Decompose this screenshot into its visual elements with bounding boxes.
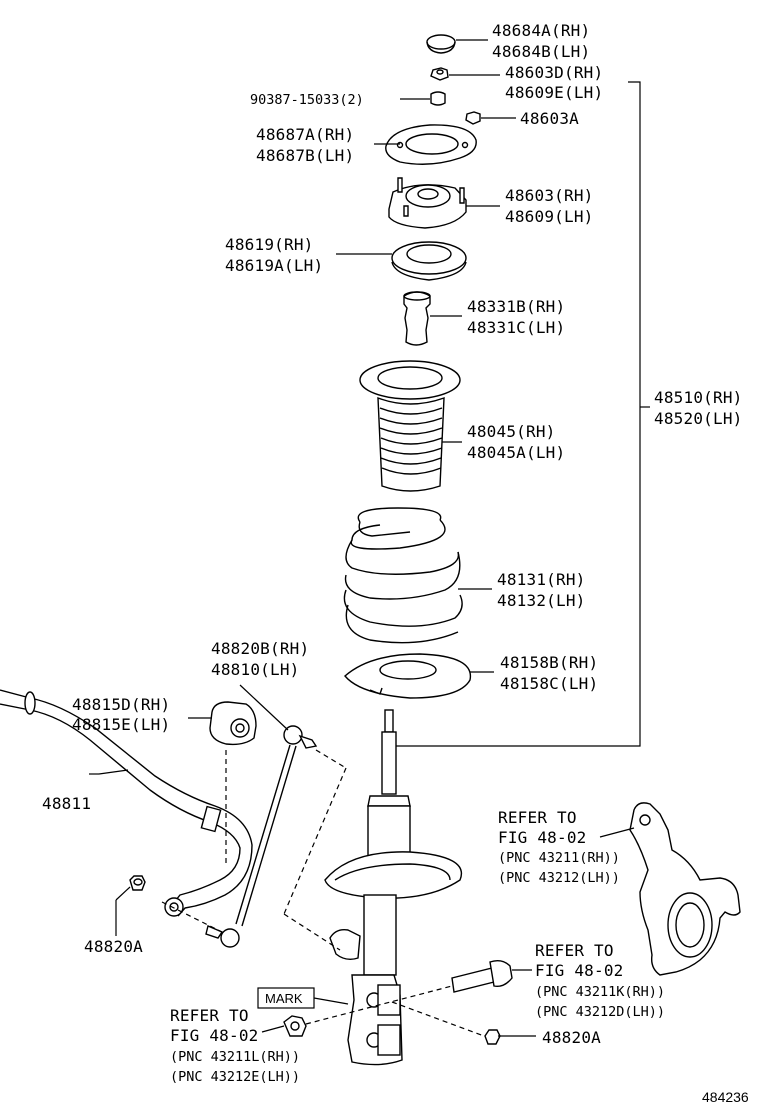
bushing-90387 bbox=[430, 91, 446, 106]
label-48820a-left: 48820A bbox=[84, 937, 143, 956]
label-48820b: 48820B(RH) 48810(LH) bbox=[211, 639, 309, 679]
label-48045: 48045(RH) 48045A(LH) bbox=[467, 422, 565, 462]
svg-text:(PNC 43211L(RH)): (PNC 43211L(RH)) bbox=[170, 1049, 300, 1065]
svg-text:FIG 48-02: FIG 48-02 bbox=[498, 828, 587, 847]
svg-text:48131(RH): 48131(RH) bbox=[497, 570, 586, 589]
svg-text:48045(RH): 48045(RH) bbox=[467, 422, 556, 441]
label-48331: 48331B(RH) 48331C(LH) bbox=[467, 297, 565, 337]
svg-text:REFER TO: REFER TO bbox=[535, 941, 614, 960]
svg-text:(PNC 43212(LH)): (PNC 43212(LH)) bbox=[498, 870, 620, 886]
svg-text:48820A: 48820A bbox=[542, 1028, 601, 1047]
label-48131: 48131(RH) 48132(LH) bbox=[497, 570, 586, 610]
svg-text:48510(RH): 48510(RH) bbox=[654, 388, 743, 407]
support-48603 bbox=[388, 177, 467, 229]
figure-number: 484236 bbox=[702, 1089, 749, 1105]
svg-text:48619(RH): 48619(RH) bbox=[225, 235, 314, 254]
label-48684: 48684A(RH) 48684B(LH) bbox=[492, 21, 590, 61]
bolt-knuckle bbox=[451, 959, 513, 993]
nut-48603a bbox=[465, 111, 481, 125]
svg-text:(PNC 43212E(LH)): (PNC 43212E(LH)) bbox=[170, 1069, 300, 1085]
label-48158: 48158B(RH) 48158C(LH) bbox=[500, 653, 598, 693]
coil-spring-48131 bbox=[343, 507, 463, 644]
svg-text:48687B(LH): 48687B(LH) bbox=[256, 146, 354, 165]
svg-text:REFER TO: REFER TO bbox=[498, 808, 577, 827]
insulator-48045 bbox=[359, 360, 461, 492]
stabilizer-bar-48811 bbox=[0, 689, 253, 917]
mark-label: MARK bbox=[265, 991, 303, 1006]
plate-48687 bbox=[385, 124, 477, 165]
svg-text:48684A(RH): 48684A(RH) bbox=[492, 21, 590, 40]
spring-seat-48158 bbox=[344, 653, 472, 699]
svg-text:48815D(RH): 48815D(RH) bbox=[72, 695, 170, 714]
svg-text:48687A(RH): 48687A(RH) bbox=[256, 125, 354, 144]
svg-text:48609(LH): 48609(LH) bbox=[505, 207, 594, 226]
svg-text:48045A(LH): 48045A(LH) bbox=[467, 443, 565, 462]
svg-text:48811: 48811 bbox=[42, 794, 91, 813]
svg-text:48331C(LH): 48331C(LH) bbox=[467, 318, 565, 337]
svg-text:48603D(RH): 48603D(RH) bbox=[505, 63, 603, 82]
svg-text:48603A: 48603A bbox=[520, 109, 579, 128]
svg-text:48619A(LH): 48619A(LH) bbox=[225, 256, 323, 275]
svg-text:48820B(RH): 48820B(RH) bbox=[211, 639, 309, 658]
label-90387: 90387-15033(2) bbox=[250, 92, 364, 108]
svg-text:(PNC 43212D(LH)): (PNC 43212D(LH)) bbox=[535, 1004, 665, 1020]
nut-48603d bbox=[430, 67, 449, 81]
svg-text:(PNC 43211K(RH)): (PNC 43211K(RH)) bbox=[535, 984, 665, 1000]
svg-text:FIG 48-02: FIG 48-02 bbox=[535, 961, 624, 980]
bearing-48619 bbox=[391, 241, 467, 281]
reference-nut: REFER TO FIG 48-02 (PNC 43211L(RH)) (PNC… bbox=[170, 1006, 300, 1085]
label-48820a-right: 48820A bbox=[542, 1028, 601, 1047]
shock-absorber-48510 bbox=[324, 709, 463, 1066]
nut-48820a-left bbox=[129, 875, 146, 891]
svg-text:48810(LH): 48810(LH) bbox=[211, 660, 300, 679]
label-48603d: 48603D(RH) 48609E(LH) bbox=[505, 63, 603, 102]
reference-knuckle: REFER TO FIG 48-02 (PNC 43211(RH)) (PNC … bbox=[498, 808, 620, 886]
svg-text:48820A: 48820A bbox=[84, 937, 143, 956]
stabilizer-link-48820b bbox=[205, 725, 318, 948]
svg-text:(PNC 43211(RH)): (PNC 43211(RH)) bbox=[498, 850, 620, 866]
nut-48820a-right bbox=[484, 1029, 501, 1045]
svg-text:48158B(RH): 48158B(RH) bbox=[500, 653, 598, 672]
label-48603a: 48603A bbox=[520, 109, 579, 128]
svg-text:90387-15033(2): 90387-15033(2) bbox=[250, 92, 364, 108]
svg-text:48603(RH): 48603(RH) bbox=[505, 186, 594, 205]
svg-text:48609E(LH): 48609E(LH) bbox=[505, 83, 603, 102]
bushing-48815 bbox=[209, 701, 257, 746]
svg-text:48132(LH): 48132(LH) bbox=[497, 591, 586, 610]
svg-text:REFER TO: REFER TO bbox=[170, 1006, 249, 1025]
svg-text:FIG 48-02: FIG 48-02 bbox=[170, 1026, 259, 1045]
label-48815: 48815D(RH) 48815E(LH) bbox=[72, 695, 170, 734]
label-48510: 48510(RH) 48520(LH) bbox=[654, 388, 743, 428]
dust-cap-48684 bbox=[426, 34, 456, 54]
label-48687: 48687A(RH) 48687B(LH) bbox=[256, 125, 354, 165]
label-48811: 48811 bbox=[42, 794, 91, 813]
svg-text:48331B(RH): 48331B(RH) bbox=[467, 297, 565, 316]
svg-text:48815E(LH): 48815E(LH) bbox=[72, 715, 170, 734]
nut-lower bbox=[283, 1015, 307, 1037]
svg-text:48520(LH): 48520(LH) bbox=[654, 409, 743, 428]
svg-text:48158C(LH): 48158C(LH) bbox=[500, 674, 598, 693]
label-48603: 48603(RH) 48609(LH) bbox=[505, 186, 594, 226]
mark-box bbox=[257, 987, 315, 1009]
reference-bolt: REFER TO FIG 48-02 (PNC 43211K(RH)) (PNC… bbox=[535, 941, 665, 1020]
steering-knuckle bbox=[629, 802, 741, 976]
svg-text:48684B(LH): 48684B(LH) bbox=[492, 42, 590, 61]
label-48619: 48619(RH) 48619A(LH) bbox=[225, 235, 323, 275]
bound-stopper-48331 bbox=[403, 291, 431, 346]
